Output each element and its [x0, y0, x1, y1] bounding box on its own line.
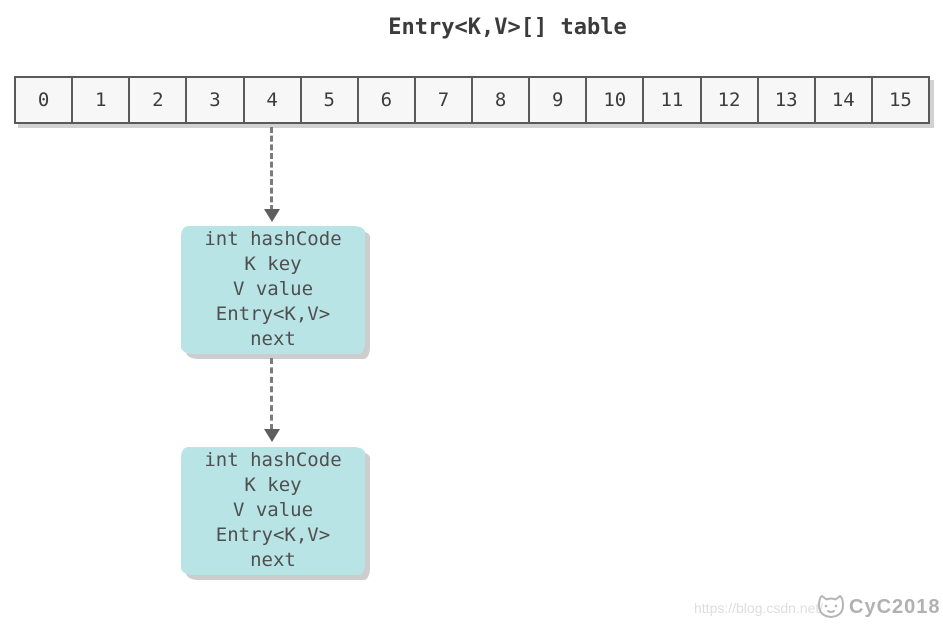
- array-cell-1: 1: [71, 78, 129, 122]
- array-cell-7: 7: [413, 78, 471, 122]
- node-field-key: K key: [244, 473, 302, 496]
- arrowhead-down-icon: [264, 209, 280, 222]
- arrow-cell4-to-node1: [270, 127, 273, 211]
- array-cell-15: 15: [870, 78, 928, 122]
- node-field-value: V value: [232, 498, 314, 521]
- entry-node-1: int hashCode K key V value Entry<K,V> ne…: [181, 226, 365, 354]
- cat-logo-icon: [816, 593, 846, 625]
- array-cell-5: 5: [299, 78, 357, 122]
- csdn-watermark: https://blog.csdn.net/ CyC2018: [694, 592, 941, 625]
- node-field-hashcode: int hashCode: [204, 448, 342, 471]
- node-field-hashcode: int hashCode: [204, 227, 342, 250]
- entry-array-table: 0 1 2 3 4 5 6 7 8 9 10 11 12 13 14 15: [14, 76, 930, 124]
- array-cell-11: 11: [642, 78, 700, 122]
- node-field-next: next: [250, 327, 296, 350]
- arrow-node1-to-node2: [270, 358, 273, 430]
- watermark-brand: CyC2018: [849, 596, 941, 618]
- node-field-value: V value: [232, 277, 314, 300]
- node-field-next: next: [250, 548, 296, 571]
- array-cell-4: 4: [242, 78, 300, 122]
- array-cell-2: 2: [128, 78, 186, 122]
- watermark-url: https://blog.csdn.net/: [694, 600, 824, 616]
- array-cell-10: 10: [585, 78, 643, 122]
- array-cell-9: 9: [528, 78, 586, 122]
- node-field-type: Entry<K,V>: [215, 302, 331, 325]
- arrowhead-down-icon: [264, 429, 280, 442]
- node-field-key: K key: [244, 252, 302, 275]
- node-field-type: Entry<K,V>: [215, 523, 331, 546]
- array-cell-8: 8: [471, 78, 529, 122]
- array-cell-3: 3: [185, 78, 243, 122]
- array-cell-13: 13: [756, 78, 814, 122]
- array-cell-0: 0: [16, 78, 72, 122]
- array-cell-6: 6: [356, 78, 414, 122]
- array-cell-12: 12: [699, 78, 757, 122]
- array-cell-14: 14: [813, 78, 871, 122]
- diagram-title: Entry<K,V>[] table: [388, 15, 627, 40]
- entry-node-2: int hashCode K key V value Entry<K,V> ne…: [181, 447, 365, 575]
